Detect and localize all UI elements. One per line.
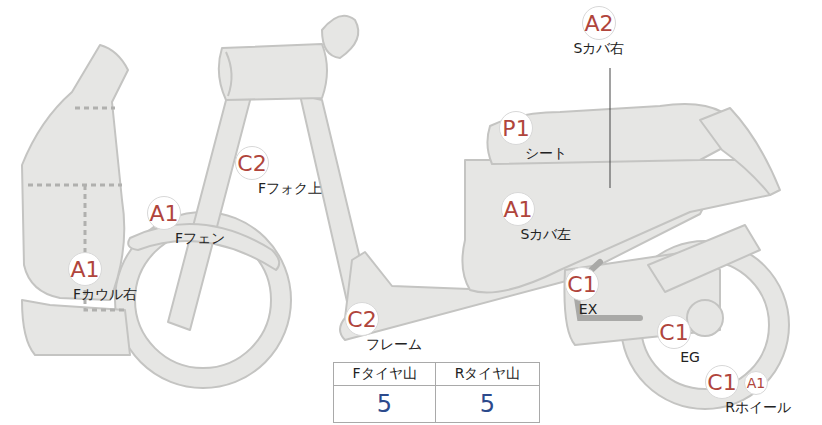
part-name: EG [680,350,700,365]
callout-code: C1 [565,267,599,301]
leader-line [610,68,611,188]
damage-callout: C2フレーム [334,302,390,352]
part-name: フレーム [366,337,422,352]
part-name: Rホイール [725,400,791,415]
part-name: EX [579,302,597,317]
table-header: Fタイヤ山 [333,362,436,386]
headlight [219,44,327,100]
front-fork [168,62,258,330]
damage-callout: A2Sカバ右 [574,6,625,56]
part-name: Sカバ左 [521,227,572,242]
callout-code: A1 [147,196,181,230]
part-name: Sカバ右 [574,41,625,56]
damage-callout: C1Rホイール [689,365,755,415]
damage-callout: A1Fカウル右 [53,252,117,302]
damage-callout: C2Fフォク上 [220,146,284,196]
table-header: Rタイヤ山 [435,362,540,386]
headlight-line [226,52,232,96]
part-name: シート [525,146,567,161]
cowl-parting-line [84,185,87,255]
seat [487,104,730,164]
part-name: Fフェン [175,231,225,246]
callout-code: C1 [657,315,691,349]
rear-shock [648,225,760,292]
callout-code: C1 [705,365,739,399]
callout-code: A1 [501,192,535,226]
cowl-parting-line [75,107,115,110]
damage-callout: P1シート [495,111,537,161]
callout-code: C2 [345,302,379,336]
damage-callout: A1Sカバ左 [493,192,544,242]
part-name: Fカウル右 [73,287,137,302]
table-value: 5 [435,385,540,423]
callout-code: A1 [68,252,102,286]
damage-callout: A1Fフェン [139,196,189,246]
mirror [322,16,358,58]
rear-hub [687,300,723,336]
lower-cowl [22,300,130,355]
damage-callout: C1EG [657,315,691,365]
callout-code: A2 [582,6,616,40]
front-wheel [115,212,291,388]
damage-callout: C1EX [565,267,599,317]
table-value: 5 [333,385,436,423]
front-fender [128,224,279,270]
cowl-parting-line [28,184,122,187]
part-name: Fフォク上 [258,181,322,196]
callout-code: A1 [744,371,768,395]
callout-code: C2 [235,146,269,180]
tail [700,108,780,195]
front-cowl [22,45,128,300]
callout-code: P1 [499,111,533,145]
damage-callout: A1 [744,371,768,395]
